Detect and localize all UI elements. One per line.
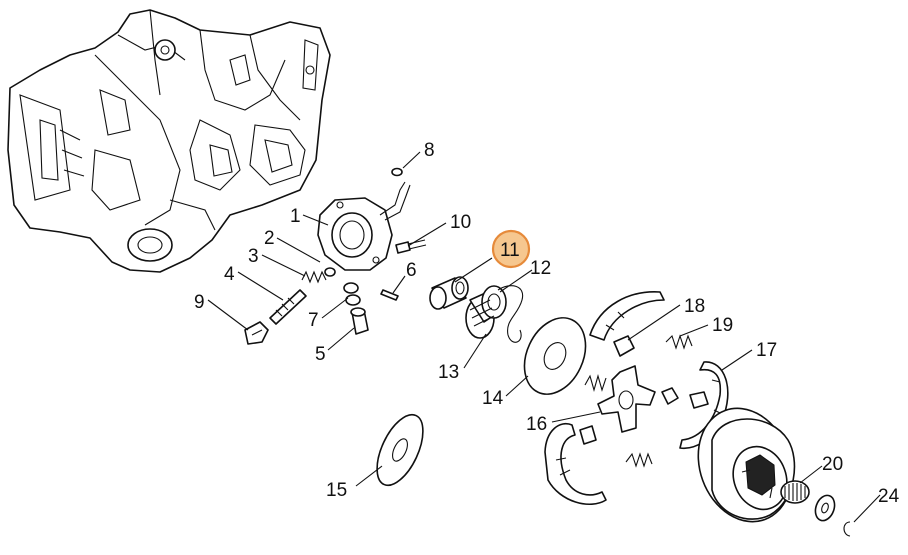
callout-14: 14 xyxy=(482,388,504,409)
washer-15 xyxy=(376,413,424,487)
clutch-shoe-18 xyxy=(589,291,665,357)
callout-5: 5 xyxy=(315,344,326,365)
callout-8: 8 xyxy=(424,140,435,161)
callout-19: 19 xyxy=(712,315,733,336)
callout-6: 6 xyxy=(406,260,417,281)
callout-20: 20 xyxy=(822,454,843,475)
spring-19 xyxy=(665,334,693,350)
callout-15: 15 xyxy=(326,480,347,501)
highlight-marker xyxy=(491,229,531,269)
washer-small xyxy=(814,494,836,522)
o-ring-7 xyxy=(343,282,361,306)
callout-10: 10 xyxy=(450,212,471,233)
worm-gear-13 xyxy=(465,285,507,339)
spring-wire-12 xyxy=(497,285,524,343)
sleeve-11 xyxy=(429,276,469,310)
leader-lines xyxy=(207,151,881,523)
spring-3 xyxy=(301,267,336,284)
clutch-shoe-lower xyxy=(544,423,607,505)
crankcase-housing xyxy=(7,9,331,273)
callout-18: 18 xyxy=(684,296,705,317)
callout-11: 11 xyxy=(500,240,520,261)
adjusting-screw-4 xyxy=(269,289,307,325)
clutch-drum xyxy=(697,407,796,523)
callout-7: 7 xyxy=(308,310,319,331)
oil-pump-body xyxy=(317,181,411,271)
plug-5 xyxy=(350,307,369,335)
clutch-spring-upper xyxy=(584,373,607,393)
clutch-carrier-16 xyxy=(579,365,679,445)
callout-1: 1 xyxy=(290,206,301,227)
callout-16: 16 xyxy=(526,414,547,435)
callout-9: 9 xyxy=(194,292,205,313)
callout-2: 2 xyxy=(264,228,275,249)
screw-10 xyxy=(395,239,427,254)
callout-17: 17 xyxy=(756,340,777,361)
callout-13: 13 xyxy=(438,362,459,383)
callout-labels: 1 2 3 4 5 6 7 8 9 10 11 12 13 14 15 16 1… xyxy=(194,140,900,507)
plug-9 xyxy=(244,321,269,345)
pin-6 xyxy=(380,289,399,301)
clutch-spring-lower xyxy=(625,452,653,468)
o-ring-8 xyxy=(391,167,403,177)
needle-cage-20 xyxy=(780,480,810,504)
callout-3: 3 xyxy=(248,246,259,267)
callout-24: 24 xyxy=(878,486,900,507)
callout-12: 12 xyxy=(530,258,551,279)
e-clip-24 xyxy=(843,521,851,537)
callout-4: 4 xyxy=(224,264,235,285)
washer-14 xyxy=(523,317,587,395)
